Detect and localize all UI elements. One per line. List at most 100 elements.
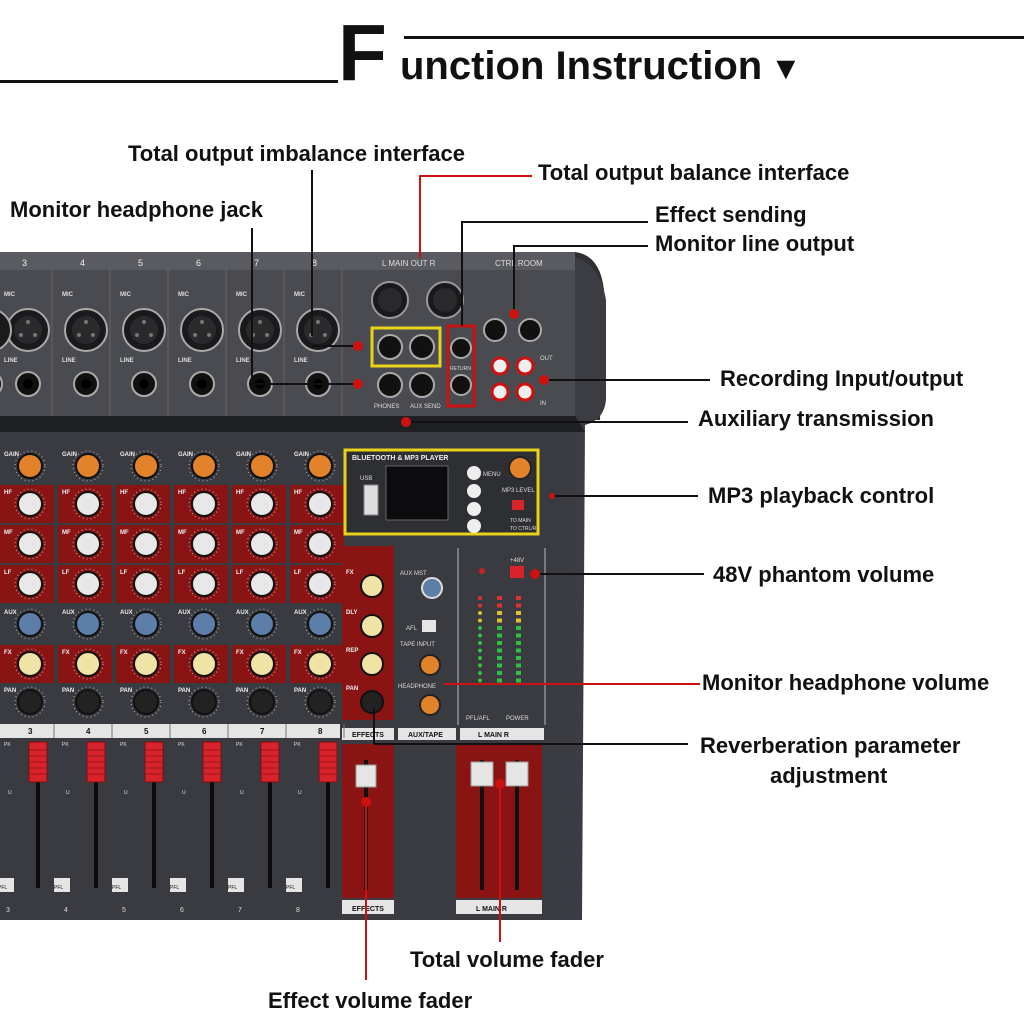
knob-label: GAIN	[294, 452, 309, 458]
pfl-button[interactable]	[228, 878, 244, 892]
pfl-label: PFL	[286, 885, 295, 891]
knob-label: FX	[62, 650, 70, 656]
mp3-menu-button	[467, 466, 481, 480]
knob-label: FX	[294, 650, 302, 656]
meter-led	[478, 611, 482, 615]
channel-knob[interactable]	[307, 491, 333, 517]
meter-led	[478, 603, 482, 608]
channel-number-8: 8	[318, 727, 323, 736]
knob-label: GAIN	[62, 452, 77, 458]
channel-knob[interactable]	[133, 491, 159, 517]
channel-knob[interactable]	[249, 531, 275, 557]
callout-line-effect-send	[461, 221, 648, 326]
channel-knob[interactable]	[191, 611, 217, 637]
knob-label: HF	[4, 490, 12, 496]
balance-jack-right	[409, 334, 435, 360]
knob-label: MF	[236, 530, 245, 536]
meter-led	[478, 596, 482, 600]
effects-knob[interactable]	[360, 690, 384, 714]
meter-led-right	[516, 663, 521, 668]
channel-knob[interactable]	[133, 571, 159, 597]
channel-knob[interactable]	[191, 453, 217, 479]
channel-knob[interactable]	[249, 453, 275, 479]
pfl-button[interactable]	[0, 878, 14, 892]
meter-led-right	[516, 626, 521, 630]
channel-knob[interactable]	[307, 453, 333, 479]
aux-tape-section: AUX MST AFL TAPE INPUT HEADPHONE AUX/TAP…	[398, 571, 456, 740]
channel-knob[interactable]	[133, 531, 159, 557]
top-strip	[0, 252, 575, 270]
mp3-route-button	[512, 500, 524, 510]
pfl-button[interactable]	[170, 878, 186, 892]
channel-knob[interactable]	[249, 611, 275, 637]
callout-reverb-line2: adjustment	[770, 763, 888, 788]
channel-knob[interactable]	[17, 689, 43, 715]
knob-label: FX	[4, 650, 12, 656]
meter-led-right	[516, 656, 521, 660]
mp3-menu-label: MENU	[483, 472, 501, 478]
knob-label: GAIN	[120, 452, 135, 458]
channel-knob[interactable]	[191, 531, 217, 557]
channel-knob[interactable]	[75, 453, 101, 479]
effects-knob[interactable]	[360, 574, 384, 598]
channel-knob[interactable]	[75, 571, 101, 597]
level-meter	[478, 596, 521, 683]
phones-jack	[377, 372, 403, 398]
fader-section: PFLPFLPKU3PFLPKU4PFLPKU5PFLPKU6PFLPKU7PF…	[0, 741, 360, 914]
channel-knob[interactable]	[17, 531, 43, 557]
page-title: unction Instruction	[400, 44, 763, 88]
line-label-6: LINE	[178, 358, 192, 364]
channel-knob[interactable]	[249, 651, 275, 677]
aux-send-jack	[409, 372, 435, 398]
channel-knob[interactable]	[191, 651, 217, 677]
channel-knob[interactable]	[191, 491, 217, 517]
mp3-player-section: BLUETOOTH & MP3 PLAYER USB MENU MP3 LEVE…	[343, 448, 540, 536]
title-rule-right	[404, 36, 1024, 39]
knob-label: MF	[178, 530, 187, 536]
channel-knob[interactable]	[249, 689, 275, 715]
pfl-label: PFL	[0, 885, 7, 891]
channel-knob[interactable]	[17, 571, 43, 597]
channel-knob[interactable]	[75, 611, 101, 637]
pfl-button[interactable]	[54, 878, 70, 892]
channel-knob[interactable]	[307, 571, 333, 597]
line-input-partial	[0, 375, 3, 393]
channel-knob[interactable]	[133, 611, 159, 637]
channel-knob[interactable]	[75, 491, 101, 517]
effect-send-jack	[450, 337, 472, 359]
main-lr-label-bottom: L MAIN R	[476, 906, 507, 913]
pk-label: PK	[120, 742, 127, 748]
channel-knob[interactable]	[75, 689, 101, 715]
channel-knob[interactable]	[133, 689, 159, 715]
meter-led	[478, 641, 482, 645]
meter-led-left	[497, 611, 502, 615]
channel-knob[interactable]	[307, 651, 333, 677]
channel-number-6: 6	[202, 727, 207, 736]
channel-knob[interactable]	[191, 689, 217, 715]
mp3-play-button	[467, 519, 481, 533]
channel-knob[interactable]	[133, 453, 159, 479]
channel-knob[interactable]	[191, 571, 217, 597]
knob-label: LF	[4, 570, 12, 576]
channel-knob[interactable]	[17, 453, 43, 479]
pk-label: PK	[62, 742, 69, 748]
channel-knob[interactable]	[17, 651, 43, 677]
pfl-button[interactable]	[286, 878, 302, 892]
rca-out-l	[490, 356, 510, 376]
callout-line-balance	[419, 175, 532, 258]
mic-label-8: MIC	[294, 292, 306, 298]
channel-knob[interactable]	[75, 531, 101, 557]
effects-knob[interactable]	[360, 652, 384, 676]
channel-knob[interactable]	[249, 571, 275, 597]
channel-knob[interactable]	[133, 651, 159, 677]
channel-knob[interactable]	[75, 651, 101, 677]
channel-knob[interactable]	[17, 611, 43, 637]
channel-knob[interactable]	[307, 611, 333, 637]
mp3-level-label: MP3 LEVEL	[502, 488, 535, 494]
channel-knob[interactable]	[307, 689, 333, 715]
channel-knob[interactable]	[17, 491, 43, 517]
pfl-button[interactable]	[112, 878, 128, 892]
channel-knob[interactable]	[307, 531, 333, 557]
channel-knob[interactable]	[249, 491, 275, 517]
effects-knob[interactable]	[360, 614, 384, 638]
